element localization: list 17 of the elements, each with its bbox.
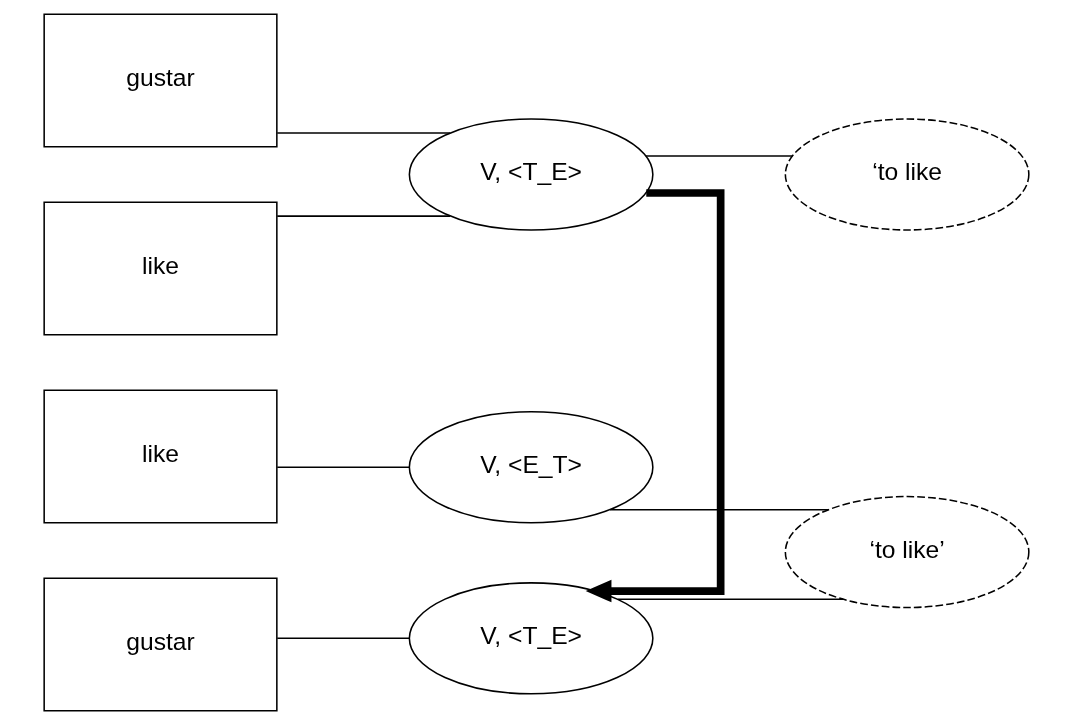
node-ellipse: V, <E_T> — [408, 411, 654, 524]
node-box: like — [43, 201, 278, 336]
connector — [276, 215, 451, 217]
connector — [276, 637, 410, 640]
node-ellipse: V, <T_E> — [408, 582, 654, 695]
node-box: like — [43, 389, 278, 524]
node-box: gustar — [43, 577, 278, 712]
node-ellipse: ‘to like’ — [784, 495, 1030, 609]
arrow — [585, 189, 725, 603]
connector — [276, 466, 410, 469]
node-ellipse: ‘to like — [784, 118, 1030, 231]
node-box: gustar — [43, 13, 278, 148]
connector — [609, 508, 830, 511]
connector — [617, 598, 844, 601]
connector — [645, 155, 794, 157]
connector — [276, 132, 451, 134]
node-ellipse: V, <T_E> — [408, 118, 654, 231]
